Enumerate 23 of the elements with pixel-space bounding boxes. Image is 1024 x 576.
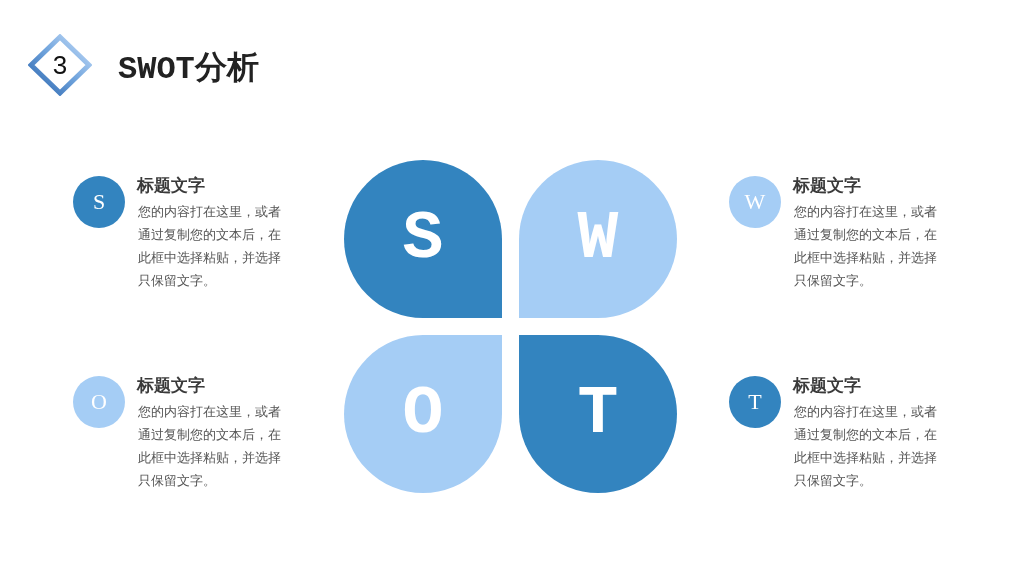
section-heading: 标题文字 <box>793 175 861 197</box>
body-paragraph: 您的内容打在这里，或者通过复制您的文本后，在此框中选择粘贴，并选择只保留文字。 <box>138 203 282 290</box>
circle-badge <box>73 376 125 428</box>
circle-badge <box>73 176 125 228</box>
slide-title: SWOT分析 <box>118 50 259 90</box>
body-paragraph: 您的内容打在这里，或者通过复制您的文本后，在此框中选择粘贴，并选择只保留文字。 <box>794 203 938 290</box>
petal-letter: W <box>577 205 619 273</box>
petal-letter: O <box>402 380 444 448</box>
body-paragraph: 您的内容打在这里，或者通过复制您的文本后，在此框中选择粘贴，并选择只保留文字。 <box>794 403 938 490</box>
section-heading: 标题文字 <box>137 175 205 197</box>
section-heading: 标题文字 <box>793 375 861 397</box>
circle-badge <box>729 176 781 228</box>
badge-letter: O <box>91 391 107 413</box>
petal-letter: S <box>402 205 444 273</box>
badge-letter: W <box>744 191 766 213</box>
section-heading: 标题文字 <box>137 375 205 397</box>
diamond-number: 3 <box>52 52 68 78</box>
badge-letter: S <box>92 191 106 213</box>
body-paragraph: 您的内容打在这里，或者通过复制您的文本后，在此框中选择粘贴，并选择只保留文字。 <box>138 403 282 490</box>
circle-badge <box>729 376 781 428</box>
diamond-badge <box>28 34 92 96</box>
badge-letter: T <box>748 391 762 413</box>
petal-letter: T <box>577 380 619 448</box>
